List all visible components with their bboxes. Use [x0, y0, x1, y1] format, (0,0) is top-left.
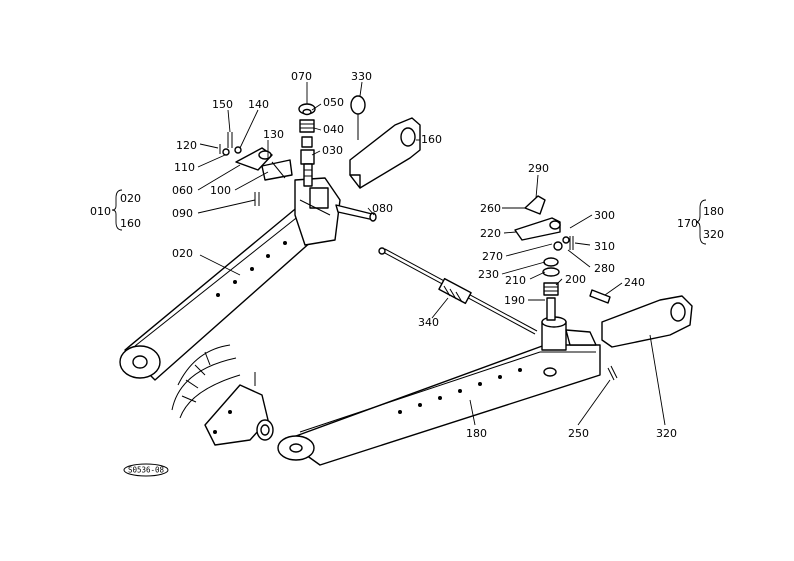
label-310: 310 — [594, 240, 615, 253]
label-250: 250 — [568, 427, 589, 440]
label-230: 230 — [478, 268, 499, 281]
label-180-link: 180 — [466, 427, 487, 440]
label-160-group: 160 — [120, 217, 141, 230]
label-160-top: 160 — [421, 133, 442, 146]
label-270: 270 — [482, 250, 503, 263]
label-260: 260 — [480, 202, 501, 215]
label-120: 120 — [176, 139, 197, 152]
label-300: 300 — [594, 209, 615, 222]
label-210: 210 — [505, 274, 526, 287]
label-150: 150 — [212, 98, 233, 111]
label-070: 070 — [291, 70, 312, 83]
label-090: 090 — [172, 207, 193, 220]
part-labels: 070 330 150 140 050 040 130 160 120 030 … — [90, 70, 724, 440]
label-030: 030 — [322, 144, 343, 157]
label-100: 100 — [210, 184, 231, 197]
label-040: 040 — [323, 123, 344, 136]
check-spring-rod-340 — [378, 247, 538, 335]
label-080: 080 — [372, 202, 393, 215]
label-240: 240 — [624, 276, 645, 289]
label-130: 130 — [263, 128, 284, 141]
label-110: 110 — [174, 161, 195, 174]
drawing-number-stamp: S0536-08 — [123, 463, 169, 477]
label-280: 280 — [594, 262, 615, 275]
label-330: 330 — [351, 70, 372, 83]
label-320-group: 320 — [703, 228, 724, 241]
label-320-plate: 320 — [656, 427, 677, 440]
label-220: 220 — [480, 227, 501, 240]
label-170: 170 — [677, 217, 698, 230]
label-340: 340 — [418, 316, 439, 329]
left-lower-link-020 — [119, 177, 341, 381]
group-brace-170 — [695, 199, 707, 245]
group-brace-010 — [111, 189, 123, 231]
right-lower-link-180 — [277, 316, 601, 466]
leader-lines — [197, 81, 666, 426]
right-leveling-parts — [514, 195, 693, 381]
left-leveling-parts — [219, 95, 421, 222]
drawing-number-text: S0536-08 — [128, 466, 165, 475]
label-050: 050 — [323, 96, 344, 109]
label-180-group: 180 — [703, 205, 724, 218]
label-290: 290 — [528, 162, 549, 175]
label-020-group: 020 — [120, 192, 141, 205]
label-190: 190 — [504, 294, 525, 307]
label-140: 140 — [248, 98, 269, 111]
tractor-hub-housing — [171, 344, 274, 446]
label-020-link: 020 — [172, 247, 193, 260]
label-010: 010 — [90, 205, 111, 218]
label-200: 200 — [565, 273, 586, 286]
label-060: 060 — [172, 184, 193, 197]
